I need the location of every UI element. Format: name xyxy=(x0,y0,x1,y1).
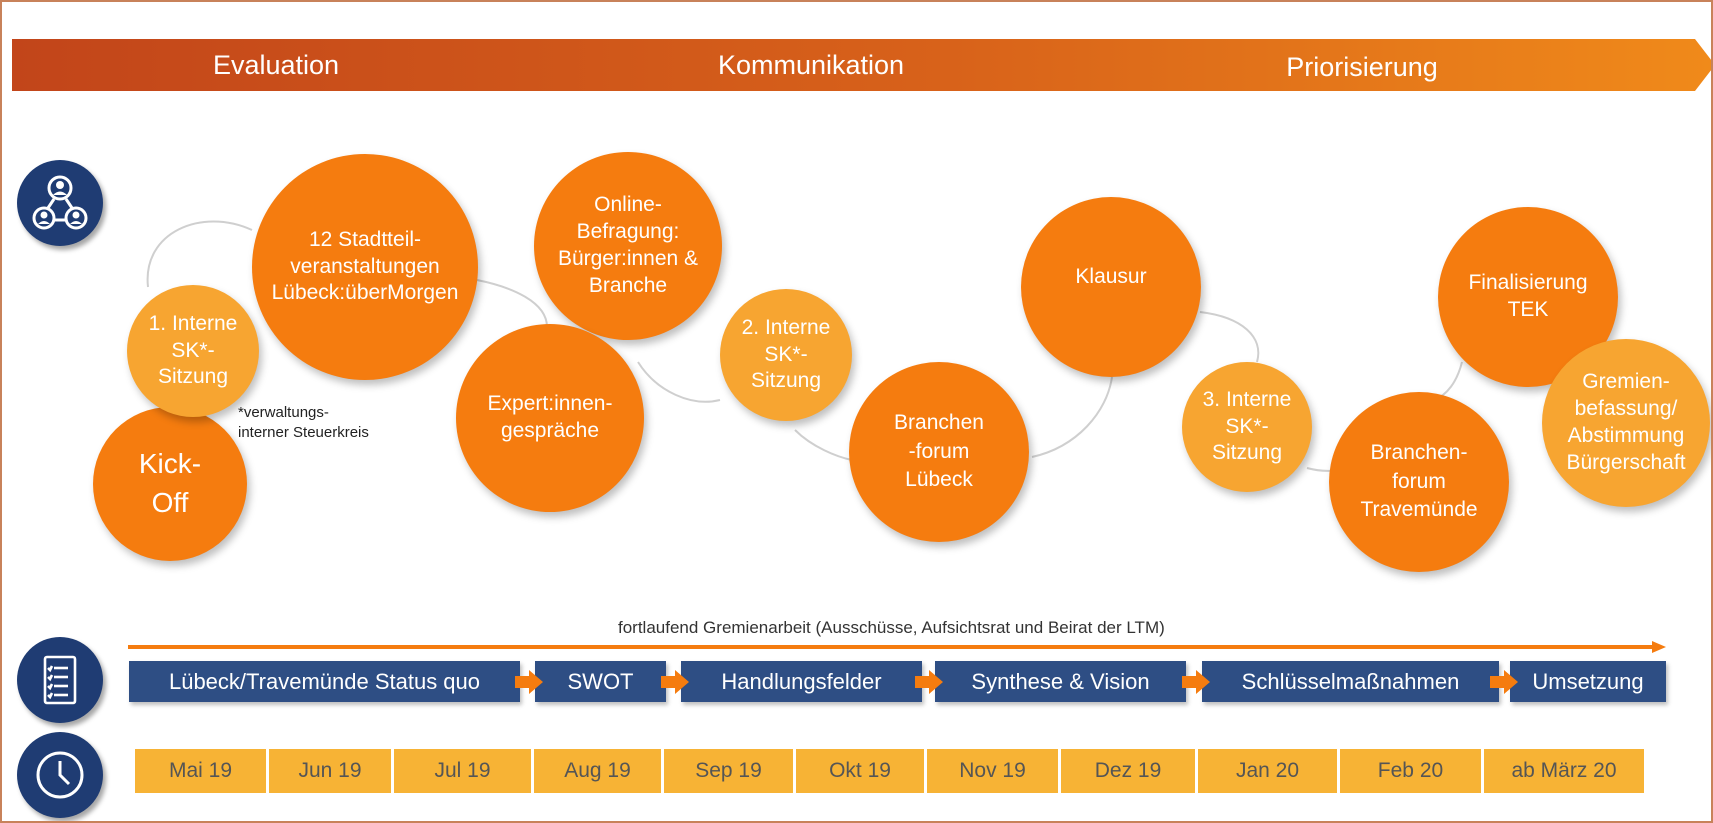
phase-kommunikation: Kommunikation xyxy=(717,50,905,80)
circle-branchenforum-luebeck-text: Branchen -forum Lübeck xyxy=(894,410,984,492)
circle-stadtteilveranstaltungen-text: 12 Stadtteil- veranstaltungen Lübeck:übe… xyxy=(271,227,459,305)
circle-klausur: Klausur xyxy=(1021,197,1201,377)
circle-gremienbefassung: Gremien- befassung/ Abstimmung Bürgersch… xyxy=(1542,339,1710,507)
circle-gremienbefassung-text: Gremien- befassung/ Abstimmung Bürgersch… xyxy=(1566,370,1686,474)
month-cell: Aug 19 xyxy=(534,749,661,793)
circle-experten: Expert:innen- gespräche xyxy=(456,324,644,512)
circle-interne-sk-3: 3. Interne SK*- Sitzung xyxy=(1182,362,1312,492)
clock-icon xyxy=(17,732,103,818)
month-cell: Jan 20 xyxy=(1198,749,1337,793)
step-umsetzung: Umsetzung xyxy=(1510,661,1666,702)
circle-interne-sk-2-text: 2. Interne SK*- Sitzung xyxy=(741,315,831,393)
circle-interne-sk-2: 2. Interne SK*- Sitzung xyxy=(720,289,852,421)
step-status-quo: Lübeck/Travemünde Status quo xyxy=(129,661,520,702)
step-handlungsfelder: Handlungsfelder xyxy=(681,661,922,702)
month-cell: Dez 19 xyxy=(1061,749,1195,793)
checklist-icon xyxy=(17,637,103,723)
step-arrow-icon xyxy=(1182,670,1210,694)
circle-experten-text: Expert:innen- gespräche xyxy=(487,392,613,442)
month-cell: Nov 19 xyxy=(927,749,1058,793)
circle-kick-off: Kick- Off xyxy=(93,407,247,561)
month-cell: Okt 19 xyxy=(796,749,924,793)
month-cell: Sep 19 xyxy=(664,749,793,793)
step-swot: SWOT xyxy=(535,661,666,702)
month-cell: Jun 19 xyxy=(269,749,391,793)
circle-klausur-text: Klausur xyxy=(1075,264,1147,288)
continuous-arrow xyxy=(128,641,1666,653)
circle-interne-sk-1: 1. Interne SK*- Sitzung xyxy=(127,285,259,417)
circle-online-befragung: Online- Befragung: Bürger:innen & Branch… xyxy=(534,152,722,340)
month-cell: Feb 20 xyxy=(1340,749,1481,793)
step-arrow-icon xyxy=(515,670,543,694)
step-arrow-icon xyxy=(1490,670,1518,694)
circle-branchenforum-travemuende: Branchen- forum Travemünde xyxy=(1329,392,1509,572)
circle-branchenforum-travemuende-text: Branchen- forum Travemünde xyxy=(1360,440,1478,522)
phase-evaluation: Evaluation xyxy=(212,50,340,80)
circle-online-befragung-text: Online- Befragung: Bürger:innen & Branch… xyxy=(557,193,699,297)
month-cell: Mai 19 xyxy=(135,749,266,793)
step-synthese-vision: Synthese & Vision xyxy=(935,661,1186,702)
step-arrow-icon xyxy=(915,670,943,694)
circle-interne-sk-3-text: 3. Interne SK*- Sitzung xyxy=(1202,387,1292,465)
step-schluesselmassnahmen: Schlüsselmaßnahmen xyxy=(1202,661,1499,702)
phase-priorisierung: Priorisierung xyxy=(1286,52,1438,82)
footnote-steuerkreis: *verwaltungs- interner Steuerkreis xyxy=(238,404,369,441)
circle-stadtteilveranstaltungen: 12 Stadtteil- veranstaltungen Lübeck:übe… xyxy=(252,154,478,380)
phase-arrow-bar xyxy=(12,39,1711,91)
circle-branchenforum-luebeck: Branchen -forum Lübeck xyxy=(849,362,1029,542)
step-arrow-icon xyxy=(661,670,689,694)
month-cell: ab März 20 xyxy=(1484,749,1644,793)
month-cell: Jul 19 xyxy=(394,749,531,793)
continuous-work-label: fortlaufend Gremienarbeit (Ausschüsse, A… xyxy=(618,618,1165,637)
circle-kick-off-text: Kick- Off xyxy=(138,448,202,518)
people-network-icon xyxy=(17,160,103,246)
circle-finalisierung-text: Finalisierung TEK xyxy=(1468,271,1588,321)
circle-interne-sk-1-text: 1. Interne SK*- Sitzung xyxy=(148,311,238,389)
